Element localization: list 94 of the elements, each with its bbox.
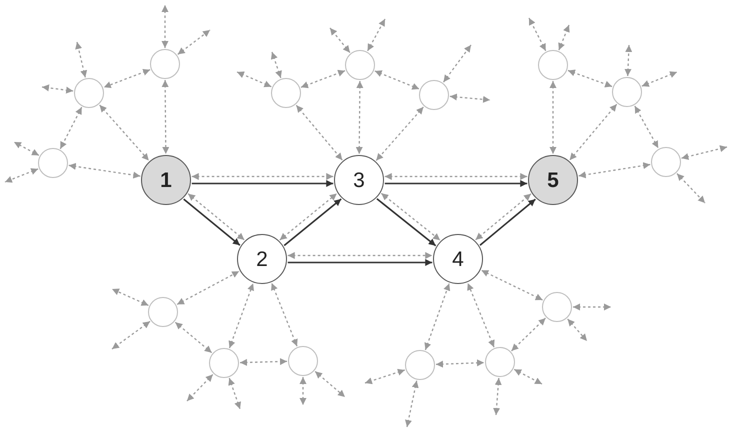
dashed-arrow bbox=[236, 71, 272, 88]
empty-circle-node bbox=[150, 49, 180, 79]
dashed-arrow bbox=[367, 18, 386, 52]
dashed-arrow bbox=[288, 252, 432, 259]
dashed-arrow bbox=[514, 368, 542, 385]
arrow bbox=[183, 198, 240, 246]
dashed-arrow bbox=[567, 318, 588, 342]
dashed-arrow bbox=[634, 106, 659, 148]
dashed-arrow bbox=[14, 141, 40, 156]
dashed-arrow bbox=[300, 70, 346, 88]
dashed-arrow bbox=[296, 104, 343, 160]
empty-circle-node bbox=[38, 148, 68, 178]
arrow bbox=[284, 198, 342, 246]
dashed-arrow bbox=[104, 68, 150, 88]
dashed-arrow bbox=[270, 52, 282, 78]
dashed-arrow bbox=[573, 304, 611, 310]
node-number: 4 bbox=[452, 248, 464, 270]
dashed-arrow bbox=[192, 173, 334, 180]
dashed-arrow bbox=[176, 270, 240, 305]
dashed-arrow bbox=[493, 378, 502, 416]
dashed-arrow bbox=[364, 368, 405, 384]
dashed-arrow bbox=[424, 283, 450, 350]
node-number: 5 bbox=[547, 170, 559, 190]
dashed-arrow bbox=[443, 44, 472, 82]
dashed-arrow bbox=[450, 94, 490, 103]
dashed-arrow bbox=[558, 24, 570, 50]
empty-circle-node bbox=[148, 297, 178, 327]
empty-circle-node bbox=[419, 80, 449, 110]
dashed-arrow bbox=[240, 358, 288, 366]
dashed-arrow bbox=[228, 378, 242, 410]
dashed-arrow bbox=[624, 44, 632, 76]
dashed-arrow bbox=[4, 168, 38, 183]
dashed-arrow bbox=[330, 28, 350, 53]
circle-node bbox=[528, 155, 578, 205]
dashed-arrow bbox=[188, 193, 245, 240]
dashed-arrow bbox=[75, 42, 88, 78]
dashed-arrow bbox=[174, 322, 212, 354]
empty-circle-node bbox=[405, 350, 435, 380]
dashed-arrow bbox=[511, 318, 546, 352]
dashed-arrow bbox=[376, 106, 424, 161]
empty-circle-node bbox=[209, 348, 239, 378]
dashed-arrow bbox=[314, 370, 346, 398]
dashed-arrow bbox=[99, 104, 150, 161]
dashed-arrow bbox=[681, 145, 728, 160]
empty-circle-node bbox=[345, 50, 375, 80]
dashed-arrow bbox=[578, 162, 650, 178]
dashed-arrow bbox=[642, 71, 678, 87]
dashed-arrow bbox=[475, 193, 532, 240]
arrow bbox=[479, 198, 536, 246]
dashed-arrow bbox=[112, 288, 149, 306]
circle-node bbox=[237, 234, 287, 284]
dashed-arrow bbox=[162, 5, 168, 48]
dashed-arrow bbox=[356, 81, 364, 154]
dashed-arrow bbox=[380, 192, 440, 241]
empty-circle-node bbox=[542, 292, 572, 322]
arrow bbox=[192, 180, 334, 187]
empty-circle-node bbox=[538, 50, 568, 80]
dashed-arrow bbox=[186, 374, 214, 402]
dashed-arrow bbox=[467, 282, 495, 348]
empty-circle-node bbox=[74, 78, 104, 108]
node-number: 3 bbox=[353, 170, 365, 190]
dashed-arrow bbox=[568, 70, 612, 88]
empty-circle-node bbox=[288, 346, 318, 376]
dashed-arrow bbox=[405, 380, 419, 428]
empty-circle-node bbox=[612, 77, 642, 107]
dashed-arrow bbox=[42, 84, 74, 94]
empty-circle-node bbox=[271, 78, 301, 108]
empty-circle-node bbox=[485, 347, 515, 377]
empty-circle-node bbox=[651, 147, 681, 177]
dashed-arrow bbox=[68, 162, 140, 179]
dashed-arrow bbox=[60, 106, 82, 150]
dashed-arrow bbox=[177, 30, 210, 55]
dashed-arrow bbox=[676, 173, 706, 204]
dashed-arrow bbox=[162, 80, 170, 154]
dashed-arrow bbox=[528, 18, 546, 52]
dashed-arrow bbox=[228, 283, 254, 348]
circle-node bbox=[334, 155, 384, 205]
dashed-arrow bbox=[384, 173, 528, 180]
dashed-arrow bbox=[436, 359, 484, 368]
dashed-arrow bbox=[300, 377, 306, 405]
circle-node bbox=[141, 155, 191, 205]
arrow bbox=[288, 259, 432, 266]
node-number: 2 bbox=[256, 248, 268, 270]
node-number: 1 bbox=[160, 170, 172, 190]
dashed-arrow bbox=[374, 70, 420, 90]
dashed-arrow bbox=[569, 104, 618, 160]
dashed-arrow bbox=[279, 193, 338, 240]
dashed-arrow bbox=[112, 320, 150, 350]
dashed-arrow bbox=[550, 81, 556, 154]
circle-node bbox=[433, 234, 483, 284]
dashed-arrow bbox=[481, 270, 543, 301]
arrow bbox=[376, 198, 436, 246]
arrow bbox=[384, 180, 528, 187]
dashed-arrow bbox=[271, 282, 298, 346]
